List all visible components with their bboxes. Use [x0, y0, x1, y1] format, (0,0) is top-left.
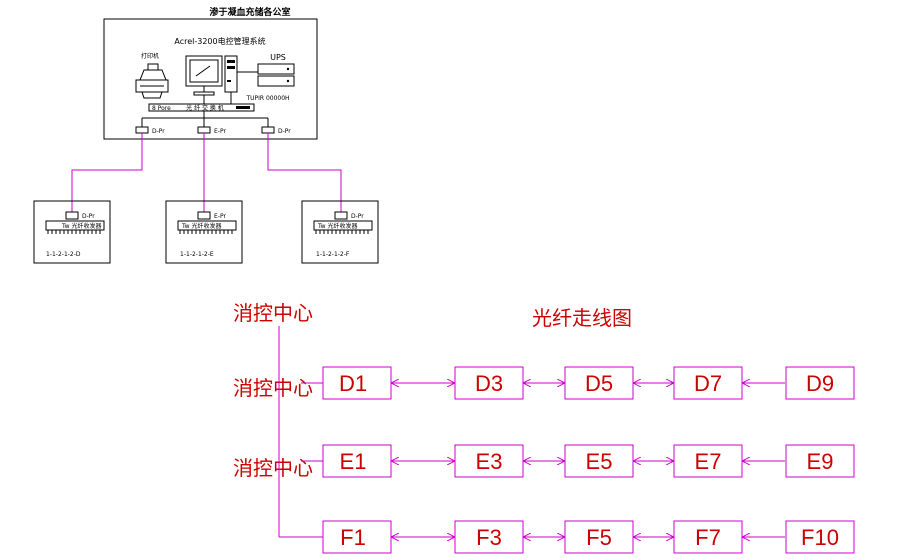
node-e1-label: E1	[340, 449, 367, 474]
field-box-2-port: E-Pr	[214, 213, 226, 220]
node-f10-label: F10	[801, 525, 839, 550]
node-d7-label: D7	[694, 371, 722, 396]
fiber-switch: 8 Pore 光 纤 交 换 机	[148, 103, 255, 112]
node-f1-label: F1	[340, 525, 366, 550]
field-box-3-device: Tw 光纤收发器	[317, 222, 358, 230]
routing-diagram-title: 光纤走线图	[532, 306, 632, 330]
node-d9-label: D9	[806, 371, 834, 396]
node-e7-label: E7	[695, 449, 722, 474]
switch-label: 光 纤 交 换 机	[186, 104, 224, 112]
control-center-label-1: 消控中心	[233, 301, 313, 325]
node-d5-label: D5	[585, 371, 613, 396]
control-room-title: 渗于凝血充储各公室	[209, 6, 290, 18]
ups-sub-label: TUPIR 00000H	[245, 95, 289, 102]
node-d3-label: D3	[475, 371, 503, 396]
system-label: Acrel-3200电控管理系统	[174, 36, 265, 46]
converter-2-label: E-Pr	[214, 128, 226, 135]
node-row-e: E1 E3 E5 E7 E9	[322, 444, 855, 478]
node-f10	[785, 520, 855, 554]
ups-label: UPS	[270, 53, 286, 62]
node-f7-label: F7	[695, 525, 721, 550]
computer-tower-icon	[224, 55, 238, 93]
computer-monitor-icon	[185, 55, 223, 96]
field-box-2-device: Tw 光纤收发器	[181, 222, 222, 230]
node-row-d: D1 D3 D5 D7 D9	[322, 366, 855, 400]
converter-1: D-Pr	[135, 126, 165, 135]
field-box-1-port: D-Pr	[82, 213, 95, 220]
node-f5-label: F5	[586, 525, 612, 550]
converter-2: E-Pr	[197, 126, 226, 135]
field-box-3-footer: 1-1-2-1-2-F	[316, 251, 350, 258]
field-box-3-port: D-Pr	[351, 213, 364, 220]
printer-label: 打印机	[141, 52, 159, 60]
node-row-f: F1 F3 F5 F7 F10	[322, 520, 855, 554]
node-f3-label: F3	[476, 525, 502, 550]
node-e9	[785, 444, 855, 478]
field-box-2: E-Pr Tw 光纤收发器 1-1-2-1-2-E	[165, 200, 243, 264]
node-d1-label: D1	[339, 371, 367, 396]
node-e5-label: E5	[586, 449, 613, 474]
control-center-label-2: 消控中心	[233, 376, 313, 400]
field-box-1: D-Pr Tw 光纤收发器 1-1-2-1-2-D	[33, 200, 111, 264]
control-room-box	[103, 18, 318, 140]
field-box-3: D-Pr Tw 光纤收发器 1-1-2-1-2-F	[301, 200, 379, 264]
field-box-1-device: Tw 光纤收发器	[61, 222, 102, 230]
ups-icon: UPS TUPIR 00000H	[245, 53, 295, 102]
field-box-2-footer: 1-1-2-1-2-E	[180, 251, 214, 258]
switch-left-label: 8 Pore	[152, 105, 171, 112]
field-box-1-footer: 1-1-2-1-2-D	[46, 251, 81, 258]
node-e3-label: E3	[476, 449, 503, 474]
fiber-link-1	[71, 133, 143, 212]
printer-icon: 打印机	[135, 52, 169, 99]
node-d9	[785, 366, 855, 400]
node-e9-label: E9	[807, 449, 834, 474]
fiber-link-3	[267, 133, 342, 212]
control-center-label-3: 消控中心	[233, 456, 313, 480]
converter-1-label: D-Pr	[152, 128, 165, 135]
converter-3-label: D-Pr	[278, 128, 291, 135]
converter-3: D-Pr	[261, 126, 291, 135]
control-room-panel: 渗于凝血充储各公室 Acrel-3200电控管理系统 打印机	[103, 6, 318, 140]
